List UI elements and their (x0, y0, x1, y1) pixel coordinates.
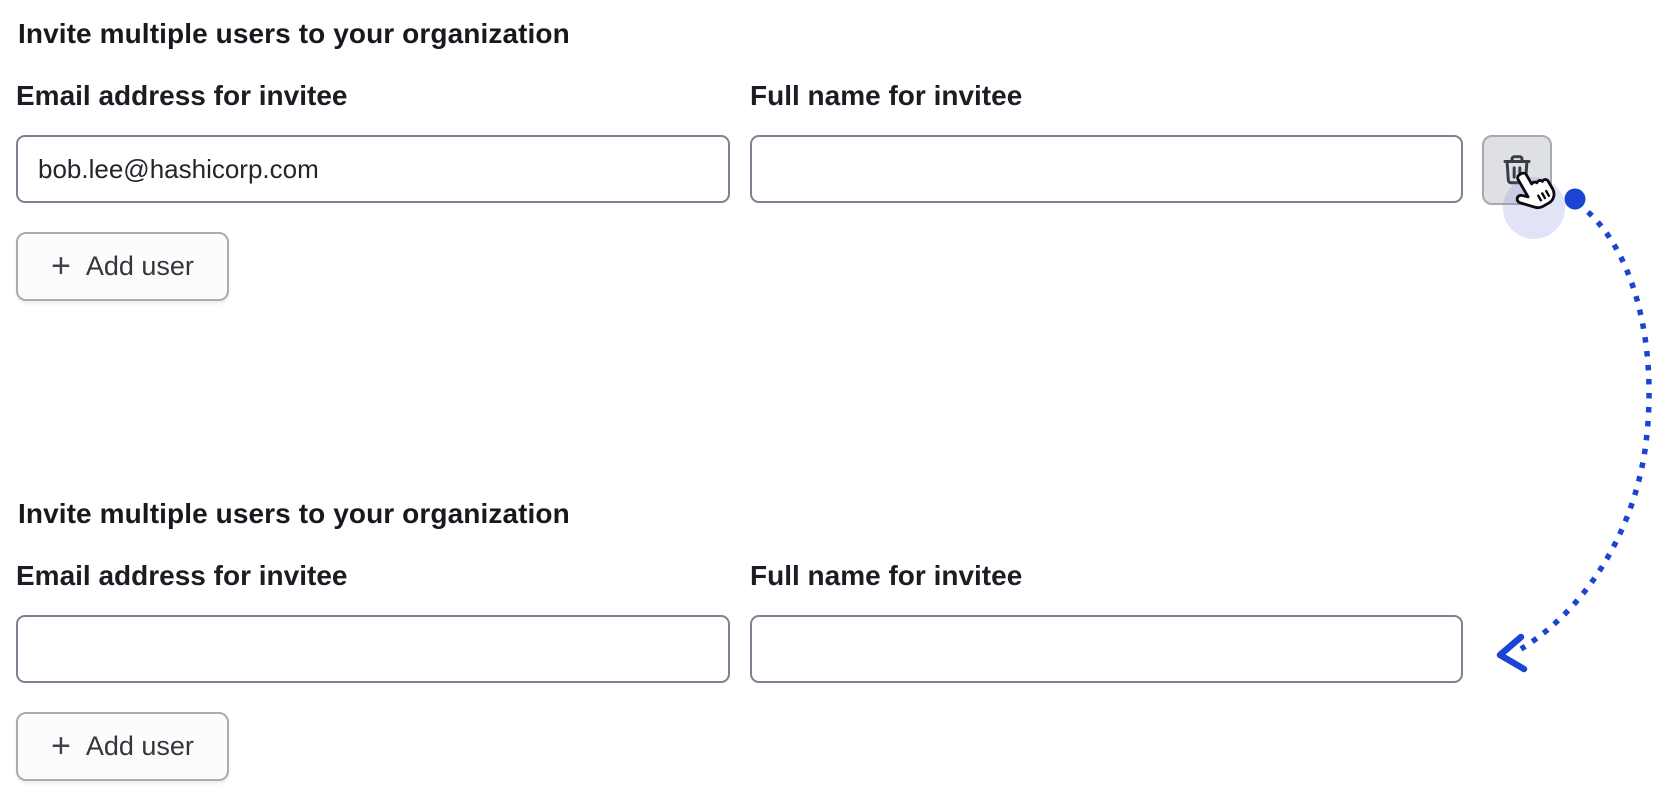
fullname-input[interactable] (750, 135, 1463, 203)
fullname-field-group: Full name for invitee (750, 80, 1463, 203)
delete-user-button[interactable] (1482, 135, 1552, 205)
invite-form-before: Invite multiple users to your organizati… (16, 16, 1576, 306)
form-heading: Invite multiple users to your organizati… (18, 18, 570, 49)
fullname-label: Full name for invitee (750, 560, 1023, 591)
email-label: Email address for invitee (16, 560, 348, 591)
fullname-input[interactable] (750, 615, 1463, 683)
trash-icon (1500, 153, 1534, 187)
plus-icon: + (51, 726, 71, 765)
plus-icon: + (51, 246, 71, 285)
email-input[interactable] (16, 135, 730, 203)
email-label: Email address for invitee (16, 80, 348, 111)
add-user-button[interactable]: + Add user (16, 712, 229, 781)
add-user-label: Add user (85, 731, 194, 761)
fullname-field-group: Full name for invitee (750, 560, 1463, 683)
add-user-button[interactable]: + Add user (16, 232, 229, 301)
fullname-label: Full name for invitee (750, 80, 1023, 111)
invite-form-after: Invite multiple users to your organizati… (16, 496, 1576, 786)
email-field-group: Email address for invitee (16, 560, 730, 683)
form-heading: Invite multiple users to your organizati… (18, 498, 570, 529)
add-user-label: Add user (85, 251, 194, 281)
email-field-group: Email address for invitee (16, 80, 730, 203)
email-input[interactable] (16, 615, 730, 683)
